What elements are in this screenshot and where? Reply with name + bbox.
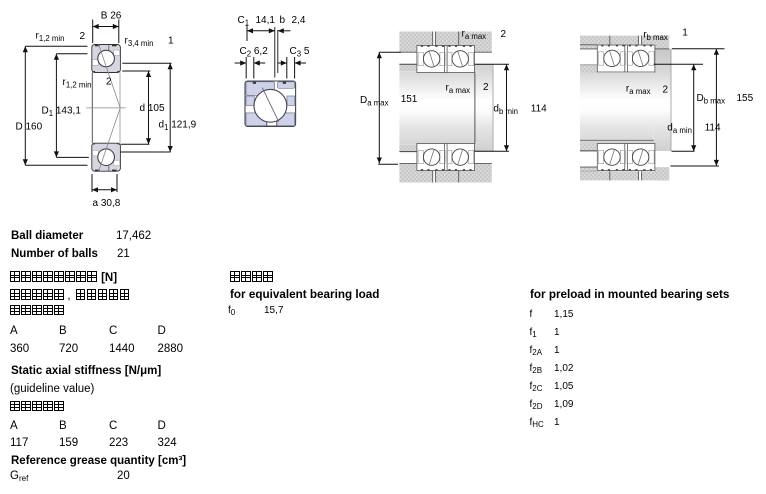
svg-text:2,4: 2,4 (292, 15, 306, 26)
svg-text:r1,2 min: r1,2 min (36, 31, 65, 44)
svg-text:C3 5: C3 5 (290, 46, 310, 59)
svg-text:b: b (280, 15, 286, 26)
svg-text:D1 143,1: D1 143,1 (42, 106, 82, 119)
svg-text:2: 2 (501, 29, 507, 40)
svg-text:1: 1 (682, 28, 688, 39)
svg-text:2: 2 (483, 82, 489, 93)
svg-text:ra max: ra max (626, 84, 651, 97)
svg-text:14,1: 14,1 (256, 15, 276, 26)
svg-text:C2 6,2: C2 6,2 (240, 46, 269, 59)
svg-text:rb max: rb max (643, 30, 668, 43)
svg-text:Da max: Da max (360, 95, 389, 108)
svg-text:d 105: d 105 (140, 103, 165, 114)
svg-text:db min: db min (493, 104, 518, 117)
svg-text:151: 151 (401, 94, 418, 105)
svg-text:B 26: B 26 (101, 11, 122, 22)
svg-text:ra max: ra max (446, 83, 471, 96)
svg-text:r3,4 min: r3,4 min (125, 36, 154, 49)
svg-text:C1: C1 (238, 15, 250, 28)
svg-text:1: 1 (168, 36, 174, 47)
svg-text:r1,2 min: r1,2 min (63, 77, 92, 90)
svg-text:d1 121,9: d1 121,9 (159, 120, 197, 133)
svg-text:da min: da min (667, 123, 692, 136)
svg-text:Db max: Db max (697, 93, 726, 106)
svg-text:114: 114 (531, 104, 547, 115)
svg-text:a 30,8: a 30,8 (93, 198, 121, 209)
svg-text:ra max: ra max (462, 29, 487, 42)
svg-text:2: 2 (106, 77, 112, 88)
svg-text:2: 2 (80, 31, 86, 42)
svg-text:D 160: D 160 (16, 122, 43, 133)
svg-text:155: 155 (737, 93, 754, 104)
svg-text:114: 114 (705, 123, 721, 134)
svg-text:2: 2 (663, 85, 669, 96)
